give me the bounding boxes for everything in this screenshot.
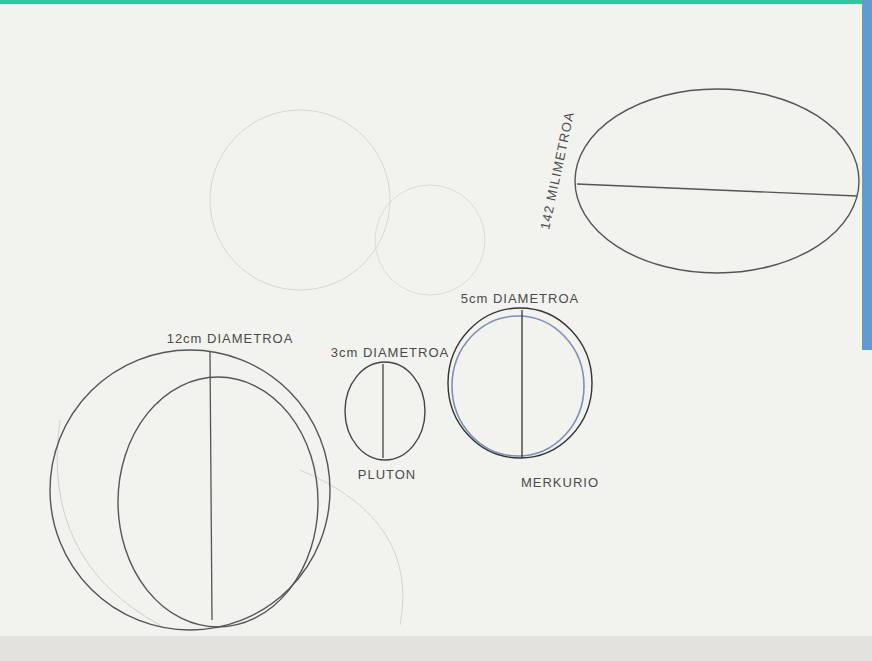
pencil-outline <box>118 377 318 627</box>
planet-name: MERKURIO <box>521 475 599 490</box>
size-label: 3cm DIAMETROA <box>331 345 449 360</box>
table-edge <box>0 636 872 661</box>
pencil-outline <box>345 362 425 460</box>
faint-sketch-arc <box>300 470 403 625</box>
planet-outline <box>448 308 592 458</box>
pencil-outline <box>448 308 592 458</box>
diameter-line <box>382 364 383 458</box>
planet-circle: 12cm DIAMETROA <box>50 350 330 630</box>
planet-outline <box>50 350 330 630</box>
planet-circle: 3cm DIAMETROAPLUTON <box>345 362 425 460</box>
diameter-line <box>521 310 522 458</box>
right-edge <box>862 0 872 350</box>
pencil-outline <box>452 316 584 456</box>
faint-sketch-arc <box>57 420 160 625</box>
diameter-line <box>577 184 857 196</box>
faint-sketch-circle <box>210 110 390 290</box>
size-label: 5cm DIAMETROA <box>461 291 579 306</box>
planet-circle: 5cm DIAMETROAMERKURIO <box>448 308 592 458</box>
planet-outline <box>575 88 859 274</box>
faint-sketch-circle <box>375 185 485 295</box>
size-label: 142 MILIMETROA <box>537 110 577 231</box>
pencil-outline <box>50 350 330 630</box>
planet-circle: 142 MILIMETROA <box>575 88 859 274</box>
planet-outline <box>345 362 425 460</box>
size-label: 12cm DIAMETROA <box>167 331 294 346</box>
planet-name: PLUTON <box>358 467 417 482</box>
diameter-line <box>210 352 212 620</box>
pencil-outline <box>575 89 859 273</box>
top-edge <box>0 0 872 4</box>
